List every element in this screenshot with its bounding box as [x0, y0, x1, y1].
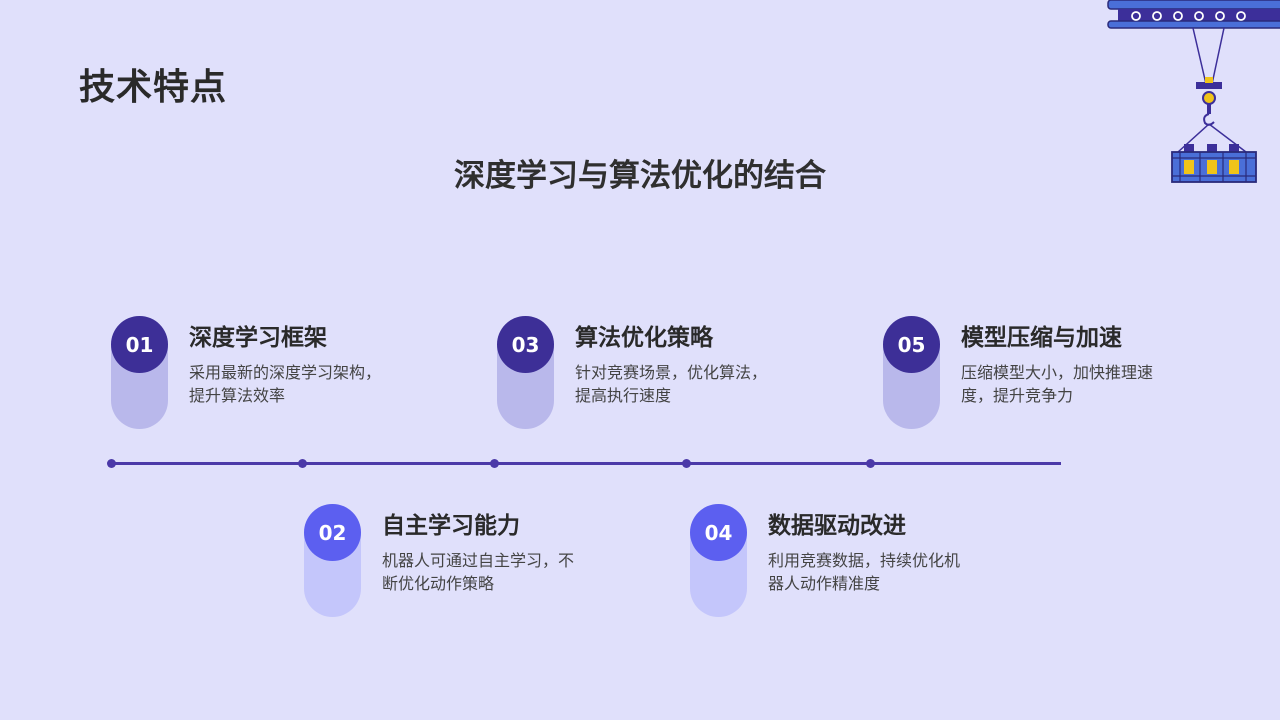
feature-number-badge: 04: [690, 504, 747, 561]
feature-title: 深度学习框架: [189, 325, 327, 351]
timeline-dot: [866, 459, 875, 468]
feature-title: 自主学习能力: [382, 513, 520, 539]
timeline-dot: [107, 459, 116, 468]
feature-description: 针对竞赛场景，优化算法，提高执行速度: [575, 363, 768, 405]
feature-description: 采用最新的深度学习架构，提升算法效率: [189, 363, 382, 405]
feature-description: 机器人可通过自主学习，不断优化动作策略: [382, 551, 575, 593]
timeline-dot: [298, 459, 307, 468]
feature-description: 压缩模型大小，加快推理速度，提升竞争力: [961, 363, 1154, 405]
feature-title: 模型压缩与加速: [961, 325, 1122, 351]
feature-number-badge: 03: [497, 316, 554, 373]
timeline-line: [111, 462, 1061, 465]
feature-title: 算法优化策略: [575, 325, 713, 351]
feature-number-badge: 01: [111, 316, 168, 373]
page-title: 技术特点: [79, 67, 228, 108]
timeline-dot: [490, 459, 499, 468]
feature-description: 利用竞赛数据，持续优化机器人动作精准度: [768, 551, 961, 593]
feature-number-badge: 02: [304, 504, 361, 561]
crane-hook-cargo-icon: [1107, 0, 1280, 183]
page-subtitle: 深度学习与算法优化的结合: [454, 158, 826, 194]
feature-title: 数据驱动改进: [768, 513, 906, 539]
feature-number-badge: 05: [883, 316, 940, 373]
timeline-dot: [682, 459, 691, 468]
